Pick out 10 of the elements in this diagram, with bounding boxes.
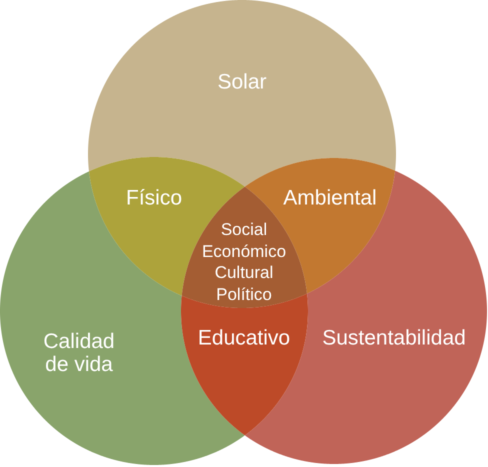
- overlap-label: Político: [216, 284, 272, 305]
- overlap-label: Ambiental: [283, 186, 377, 210]
- overlap-label: Físico: [126, 186, 182, 210]
- overlap-label: Cultural: [214, 262, 274, 284]
- circle-label: Calidad de vida: [42, 330, 116, 376]
- overlap-label: Económico: [202, 240, 286, 262]
- overlap-label: Social: [220, 219, 268, 240]
- circle-label: Solar: [217, 70, 267, 94]
- circle-label: Sustentabilidad: [322, 326, 466, 350]
- overlap-label: Educativo: [198, 326, 290, 350]
